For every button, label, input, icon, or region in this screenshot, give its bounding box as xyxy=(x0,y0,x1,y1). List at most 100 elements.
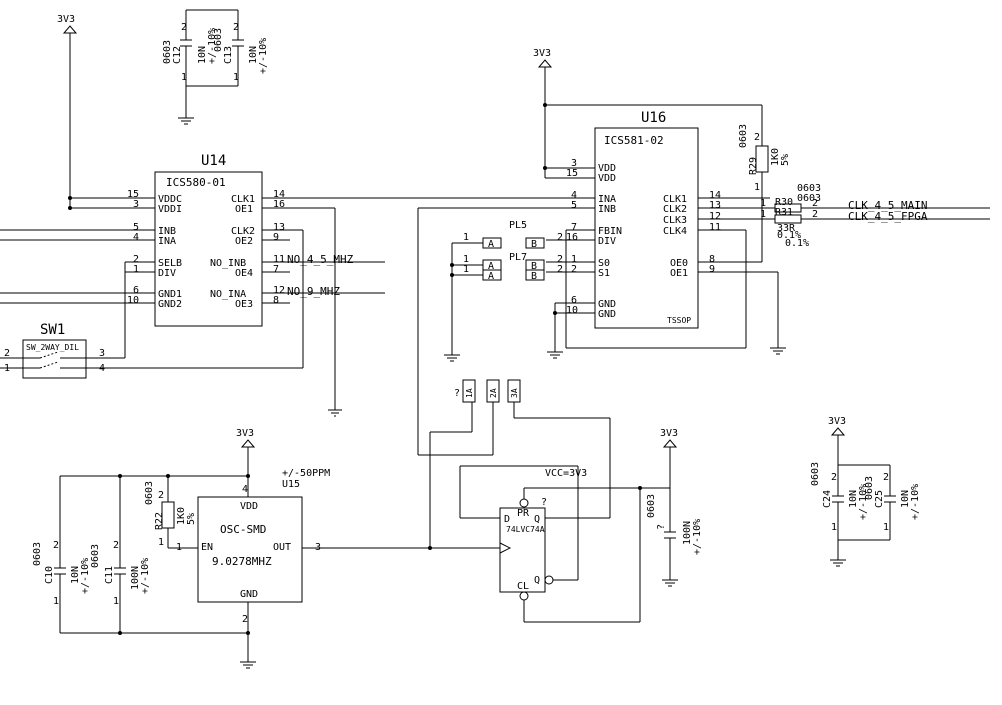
u16-right-pins-0-name-label: CLK1 xyxy=(663,194,687,205)
u14-left-pins-0-num-label: 15 xyxy=(127,189,139,200)
u15-out-label: OUT xyxy=(273,542,291,553)
u16-ref-label: U16 xyxy=(641,110,666,126)
u15-vdd-label: VDD xyxy=(240,501,258,512)
u15-part-label: OSC-SMD xyxy=(220,523,266,536)
caps-c24-p1-label: 1 xyxy=(831,522,837,533)
caps-c12-tol-label: +/-10% xyxy=(207,28,218,64)
r22-pullup[interactable]: 0603 R22 1K0 5% 2 1 xyxy=(144,474,197,548)
power-3v3-u14: 3V3 xyxy=(57,14,155,210)
caps-c25-p2-label: 2 xyxy=(883,472,889,483)
u14-left-pins-5-num-label: 1 xyxy=(133,264,139,275)
u16-pkg-label: TSSOP xyxy=(667,316,691,325)
caps-cq-pkg-label: 0603 xyxy=(646,494,657,518)
u14-right-pins-5-num-label: 7 xyxy=(273,264,279,275)
cap-unref: 3V3 0603 ? 100N +/-10% xyxy=(646,428,703,587)
ff-ref-label: ? xyxy=(541,497,547,508)
caps-c13-p1-label: 1 xyxy=(233,72,239,83)
u14-right-pins-7-num-label: 8 xyxy=(273,295,279,306)
u16-left-pins-4-name-label: FBIN xyxy=(598,226,622,237)
u16-left-pins-4-num-label: 7 xyxy=(571,222,577,233)
u16-right-pins-0-num-label: 14 xyxy=(709,190,721,201)
u14-left-pins-2-num-label: 5 xyxy=(133,222,139,233)
r29-ref-label: R29 xyxy=(748,157,759,175)
u16-ics581[interactable]: U16 ICS581-02 TSSOP VDD VDD INA INB FBIN… xyxy=(417,110,786,455)
clear-bubble xyxy=(519,591,529,601)
sw1-dip-switch[interactable]: SW1 SW_2WAY_DIL 2 1 3 4 xyxy=(0,262,303,379)
power-arrow-icon xyxy=(830,427,846,436)
u14-left-pins-1-num-label: 3 xyxy=(133,199,139,210)
r22-val-label: 1K0 xyxy=(176,507,187,525)
power-arrow-icon xyxy=(537,59,553,68)
ff-d-label: D xyxy=(504,514,510,525)
u14-ics580[interactable]: U14 ICS580-01 VDDC VDDI INB INA SELB DIV… xyxy=(0,153,585,417)
u16-left-pins-2-num-label: 4 xyxy=(571,190,577,201)
r29-r30-r31[interactable]: 0603 R29 1K0 5% 2 1 0603 0603 R30 R31 33… xyxy=(738,105,990,262)
caps-c10-pkg-label: 0603 xyxy=(32,542,43,566)
caps-c11-pkg-label: 0603 xyxy=(90,544,101,568)
u14-right-pins-0-name-label: CLK1 xyxy=(231,194,255,205)
power-arrow-icon xyxy=(662,439,678,448)
caps-c11-p1-label: 1 xyxy=(113,596,119,607)
connector-pins[interactable]: ? 1A 2A 3A xyxy=(418,379,611,548)
caps-c11-tol-label: +/-10% xyxy=(140,558,151,594)
jumpers-pl5-p1-label: 1 xyxy=(463,232,469,243)
r31-pkg-label: 0603 xyxy=(797,193,821,204)
caps-c10-tol-label: +/-10% xyxy=(80,558,91,594)
u14-left-pins-6-name-label: GND1 xyxy=(158,289,182,300)
ff-vcc-label: VCC=3V3 xyxy=(545,468,587,479)
c10-c11-decoupling: 0603 C10 10N +/-10% 0603 C11 100N +/-10%… xyxy=(32,474,250,635)
caps-c13-p2-label: 2 xyxy=(233,22,239,33)
caps-c25-val-label: 10N xyxy=(900,490,911,508)
u16-right-pins-2-num-label: 12 xyxy=(709,211,721,222)
caps-c10-p2-label: 2 xyxy=(53,540,59,551)
caps-cq-tol-label: +/-10% xyxy=(692,519,703,555)
jumpers-pl5-p2-label: 2 xyxy=(557,232,563,243)
r22-pkg-label: 0603 xyxy=(144,481,155,505)
caps-c12-p1-label: 1 xyxy=(181,72,187,83)
r31-p2-label: 2 xyxy=(812,209,818,220)
u14-left-pins-7-num-label: 10 xyxy=(127,295,139,306)
u14-left-pins-3-num-label: 4 xyxy=(133,232,139,243)
power-v3v3-label: 3V3 xyxy=(57,14,75,25)
caps-c25-tol-label: +/-10% xyxy=(910,484,921,520)
ff-pr-label: PR xyxy=(517,508,530,519)
power-v3v3-label: 3V3 xyxy=(236,428,254,439)
ff-qn-label: Q xyxy=(534,575,540,586)
jumpers-pl7-p2-label: 2 xyxy=(557,264,563,275)
caps-c13-tol-label: +/-10% xyxy=(258,38,269,74)
ff-part-label: 74LVC74A xyxy=(506,525,545,534)
c12-c13-decoupling: 0603 C12 10N +/-10% 0603 C13 10N +/-10% … xyxy=(162,9,269,125)
c24-c25-decoupling: 3V3 0603 C24 10N +/-10% 0603 C25 10N +/-… xyxy=(810,416,921,567)
r22-p2-label: 2 xyxy=(158,490,164,501)
pl5-pl7-jumpers[interactable]: PL5 PL7 A B A A B B 1 1 1 2 2 2 xyxy=(444,220,563,362)
caps-cq-val-label: 100N xyxy=(682,521,693,545)
u14-left-pins-3-name-label: INA xyxy=(158,236,176,247)
u15-pin-vdd-label: 4 xyxy=(242,484,248,495)
r30-p1-label: 1 xyxy=(760,198,766,209)
sw1-pins-3-label: 4 xyxy=(99,363,105,374)
u16-right-pins-4-name-label: OE0 xyxy=(670,258,688,269)
caps-c13-val-label: 10N xyxy=(248,46,259,64)
power-v3v3-label: 3V3 xyxy=(533,48,551,59)
flip-flop-74lvc74a[interactable]: VCC=3V3 74LVC74A D Q Q PR CL ? xyxy=(459,465,670,623)
u14-left-pins-7-name-label: GND2 xyxy=(158,299,182,310)
u15-oscillator[interactable]: 3V3 +/-50PPM U15 VDD OSC-SMD 9.0278MHZ E… xyxy=(60,428,500,669)
u14-right-pins-4-name-label: NO_INB xyxy=(210,258,246,269)
u14-right-pins-1-num-label: 16 xyxy=(273,199,285,210)
caps-c12-pkg-label: 0603 xyxy=(162,40,173,64)
power-arrow-icon xyxy=(240,439,256,448)
u14-right-pins-1-name-label: OE1 xyxy=(235,204,253,215)
r29-p1-label: 1 xyxy=(754,182,760,193)
u14-right-pins-7-name-label: OE3 xyxy=(235,299,253,310)
u16-left-pins-5-name-label: DIV xyxy=(598,236,616,247)
r22-ref-label: R22 xyxy=(154,512,165,530)
r29-pkg-label: 0603 xyxy=(738,124,749,148)
jumpers-pl7-p2-label: 2 xyxy=(557,254,563,265)
jumpers-pl5-a-label: A xyxy=(488,239,494,250)
u16-left-pins-8-name-label: GND xyxy=(598,299,616,310)
u14-left-pins-1-name-label: VDDI xyxy=(158,204,182,215)
u14-ref-label: U14 xyxy=(201,153,226,169)
u16-right-pins-5-num-label: 9 xyxy=(709,264,715,275)
caps-c25-p1-label: 1 xyxy=(883,522,889,533)
power-3v3-u16: 3V3 xyxy=(533,48,762,179)
